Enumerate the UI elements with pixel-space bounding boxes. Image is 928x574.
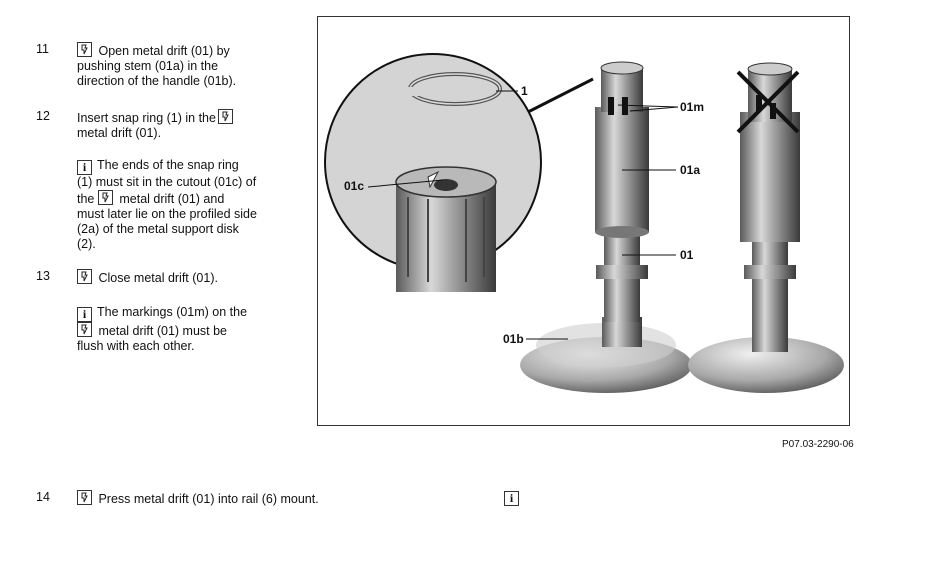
- label-01m: 01m: [680, 100, 705, 114]
- step-11-line-c: direction of the handle (01b).: [77, 74, 237, 88]
- note-13-line-3: flush with each other.: [77, 339, 195, 353]
- step-11-line-a: Open metal drift (01) by: [95, 44, 230, 58]
- step-12-line-b: metal drift (01).: [77, 126, 162, 140]
- metal-drift-incorrect: [688, 62, 844, 393]
- tool-icon: [217, 109, 233, 124]
- note-12-line-1: The ends of the snap ring: [97, 158, 239, 172]
- tool-icon: [77, 269, 92, 284]
- figure-panel: 1 01c 01m 01a 01 01b: [317, 16, 850, 426]
- step-14-line-a: Press metal drift (01) into rail (6) mou…: [95, 492, 319, 506]
- note-13-line-2: metal drift (01) must be: [98, 324, 227, 338]
- step-14-text: Press metal drift (01) into rail (6) mou…: [77, 490, 397, 507]
- tool-icon: [97, 190, 113, 205]
- step-11-line-b: pushing stem (01a) in the: [77, 59, 219, 73]
- tool-icon: [77, 490, 92, 505]
- note-13-line-1: The markings (01m) on the: [97, 305, 248, 319]
- metal-drift-correct: [520, 61, 692, 393]
- info-icon: i: [504, 491, 519, 506]
- step-number-12: 12: [36, 109, 50, 123]
- label-01c: 01c: [344, 179, 365, 193]
- tool-icon: [77, 322, 92, 337]
- step-number-11: 11: [36, 42, 49, 56]
- label-01a: 01a: [680, 163, 701, 177]
- label-01b: 01b: [503, 332, 524, 346]
- step-13-line-a: Close metal drift (01).: [95, 271, 218, 285]
- step-number-13: 13: [36, 269, 50, 283]
- step-number-14: 14: [36, 490, 50, 504]
- info-icon: i: [77, 160, 92, 175]
- step-13-text: Close metal drift (01).: [77, 269, 267, 286]
- note-12-line-3b: metal drift (01) and: [119, 192, 225, 206]
- tool-icon: [77, 42, 92, 57]
- label-1: 1: [521, 84, 528, 98]
- note-12-line-2: (1) must sit in the cutout (01c) of: [77, 175, 257, 189]
- callout-leaders: [367, 90, 679, 340]
- step-12-text: Insert snap ring (1) in the metal drift …: [77, 109, 267, 141]
- figure-caption: P07.03-2290-06: [782, 439, 854, 450]
- step-12-line-a: Insert snap ring (1) in the: [77, 111, 216, 125]
- note-12: i The ends of the snap ring (1) must sit …: [77, 158, 277, 252]
- info-icon: i: [77, 307, 92, 322]
- note-13: i The markings (01m) on the metal drift (…: [77, 305, 267, 354]
- note-12-line-4: must later lie on the profiled side: [77, 207, 257, 221]
- detail-magnifier: [324, 53, 594, 292]
- note-12-line-6: (2).: [77, 237, 96, 251]
- note-12-line-3a: the: [77, 192, 95, 206]
- step-11-text: Open metal drift (01) by pushing stem (0…: [77, 42, 267, 89]
- info-icon-step-14: i: [504, 489, 524, 506]
- note-12-line-5: (2a) of the metal support disk: [77, 222, 239, 236]
- label-01: 01: [680, 248, 694, 262]
- figure-illustration: [324, 53, 844, 393]
